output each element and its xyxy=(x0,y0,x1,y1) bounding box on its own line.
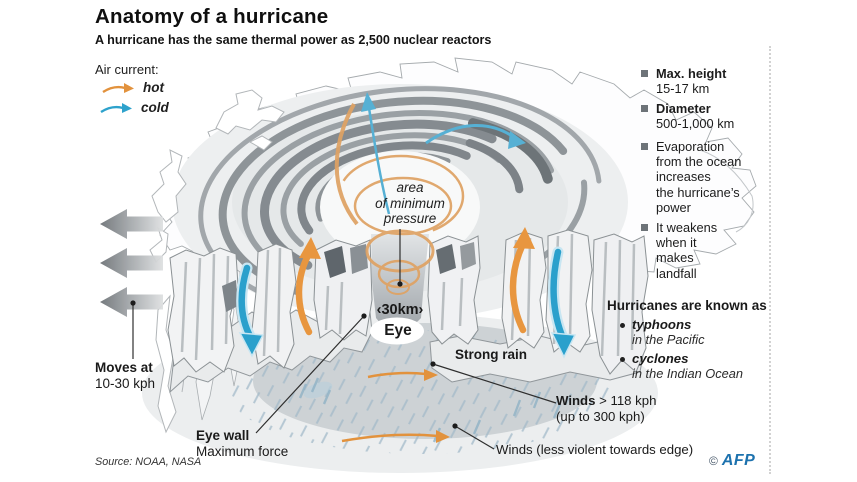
label-winds-sub: (up to 300 kph) xyxy=(556,408,645,424)
label-minimum-pressure: area of minimum pressure xyxy=(375,180,445,226)
eye-glow xyxy=(320,151,480,263)
label-winds-rest: > 118 kph xyxy=(595,393,657,408)
label-eye-wall: Eye wall Maximum force xyxy=(196,428,288,460)
legend-hot-label: hot xyxy=(143,80,164,95)
fact-value: 500-1,000 km xyxy=(656,116,735,132)
hot-surface-wind-arrow-icon xyxy=(367,371,427,379)
callout-dots xyxy=(130,281,458,429)
label-winds-bold: Winds xyxy=(556,393,596,408)
label-moves-title: Moves at xyxy=(95,360,153,375)
hot-arrow-icon xyxy=(102,82,134,93)
label-winds-core: Winds > 118 kph (up to 300 kph) xyxy=(556,393,656,424)
hot-edge-wind-arrow-icon xyxy=(341,433,439,443)
fact-value: 15-17 km xyxy=(656,81,710,97)
fact-text: Evaporation from the ocean increases the… xyxy=(656,139,742,215)
label-moves-sub: 10-30 kph xyxy=(95,376,156,391)
label-strong-rain: Strong rain xyxy=(455,347,528,362)
label-eye: Eye xyxy=(384,322,412,339)
label-eye-wall-sub: Maximum force xyxy=(196,444,289,459)
source-credit: Source: NOAA, NASA xyxy=(95,456,202,468)
outer-cloud-outlines xyxy=(149,89,754,434)
square-bullet-icon xyxy=(641,105,648,112)
page-subtitle: A hurricane has the same thermal power a… xyxy=(95,33,492,47)
known-as-name: cyclones xyxy=(632,351,689,366)
movement-arrows xyxy=(100,209,163,317)
label-moves-at: Moves at 10-30 kph xyxy=(95,360,155,392)
hot-updraft-arrow-icon xyxy=(509,238,528,334)
legend-title: Air current: xyxy=(95,62,159,77)
copyright-icon: © xyxy=(709,454,718,468)
fact-title: Diameter xyxy=(656,101,711,116)
movement-arrow-icon xyxy=(100,209,163,239)
cloud-walls xyxy=(167,229,649,394)
rain-streaks xyxy=(298,377,562,443)
afp-logo: AFP xyxy=(721,452,756,469)
legend-item-hot: hot xyxy=(101,80,164,95)
cold-outflow-arrow-icon xyxy=(367,107,391,215)
cold-downdraft-arrow-icon xyxy=(550,248,567,342)
callout-lines xyxy=(132,229,557,450)
square-bullet-icon xyxy=(641,70,648,77)
known-as-title: Hurricanes are known as xyxy=(607,298,767,313)
page-title: Anatomy of a hurricane xyxy=(95,5,329,28)
hot-updraft-arrow-icon xyxy=(295,248,314,336)
known-as-cyclones: cyclones in the Indian Ocean xyxy=(620,351,743,381)
cold-downdraft-arrow-icon xyxy=(238,264,255,342)
known-as-where: in the Pacific xyxy=(632,332,705,347)
dotted-crop-line xyxy=(769,46,771,474)
fact-landfall: It weakens when it makes landfall xyxy=(641,220,717,281)
eye-oval xyxy=(370,317,424,345)
label-eye-wall-title: Eye wall xyxy=(196,428,250,443)
known-as-name: typhoons xyxy=(632,317,692,332)
legend-item-cold: cold xyxy=(99,100,169,115)
round-bullet-icon xyxy=(620,357,625,362)
known-as-where: in the Indian Ocean xyxy=(632,366,743,381)
legend-cold-label: cold xyxy=(141,100,169,115)
fact-text: It weakens when it makes landfall xyxy=(656,220,718,281)
label-winds-edge: Winds (less violent towards edge) xyxy=(496,442,694,457)
square-bullet-icon xyxy=(641,143,648,150)
afp-credit: © AFP xyxy=(709,452,755,470)
label-eye-width: ‹30km› xyxy=(376,302,424,318)
cold-arrow-icon xyxy=(100,102,132,113)
fact-title: Max. height xyxy=(656,66,727,81)
movement-arrow-icon xyxy=(100,248,163,278)
square-bullet-icon xyxy=(641,224,648,231)
air-current-arrows xyxy=(236,92,577,443)
known-as-typhoons: typhoons in the Pacific xyxy=(620,317,705,347)
fact-evaporation: Evaporation from the ocean increases the… xyxy=(641,139,741,215)
round-bullet-icon xyxy=(620,323,625,328)
